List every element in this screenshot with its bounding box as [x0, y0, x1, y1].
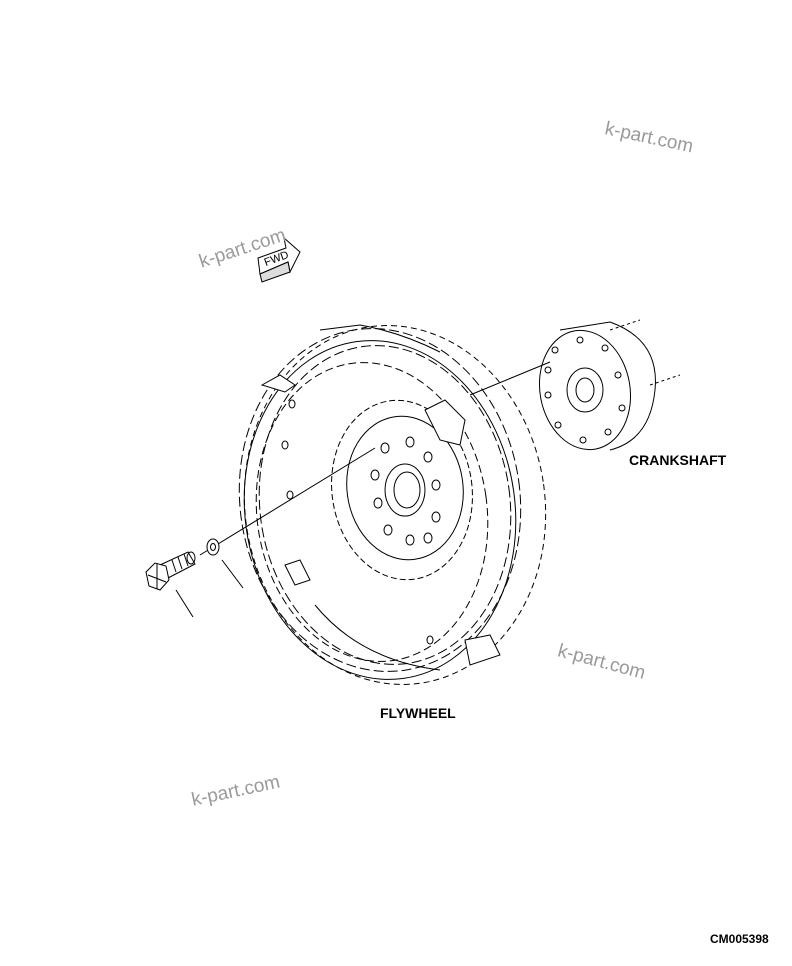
flywheel [238, 324, 547, 685]
washer [206, 538, 244, 589]
crankshaft-flange [538, 319, 681, 451]
flywheel-label: FLYWHEEL [380, 705, 456, 721]
fwd-arrow-icon [257, 236, 301, 283]
drawing-code: CM005398 [710, 932, 769, 946]
alignment-line [469, 361, 551, 396]
bolt-axis-line [199, 447, 376, 556]
bolt [145, 551, 196, 618]
crankshaft-label: CRANKSHAFT [629, 452, 727, 468]
